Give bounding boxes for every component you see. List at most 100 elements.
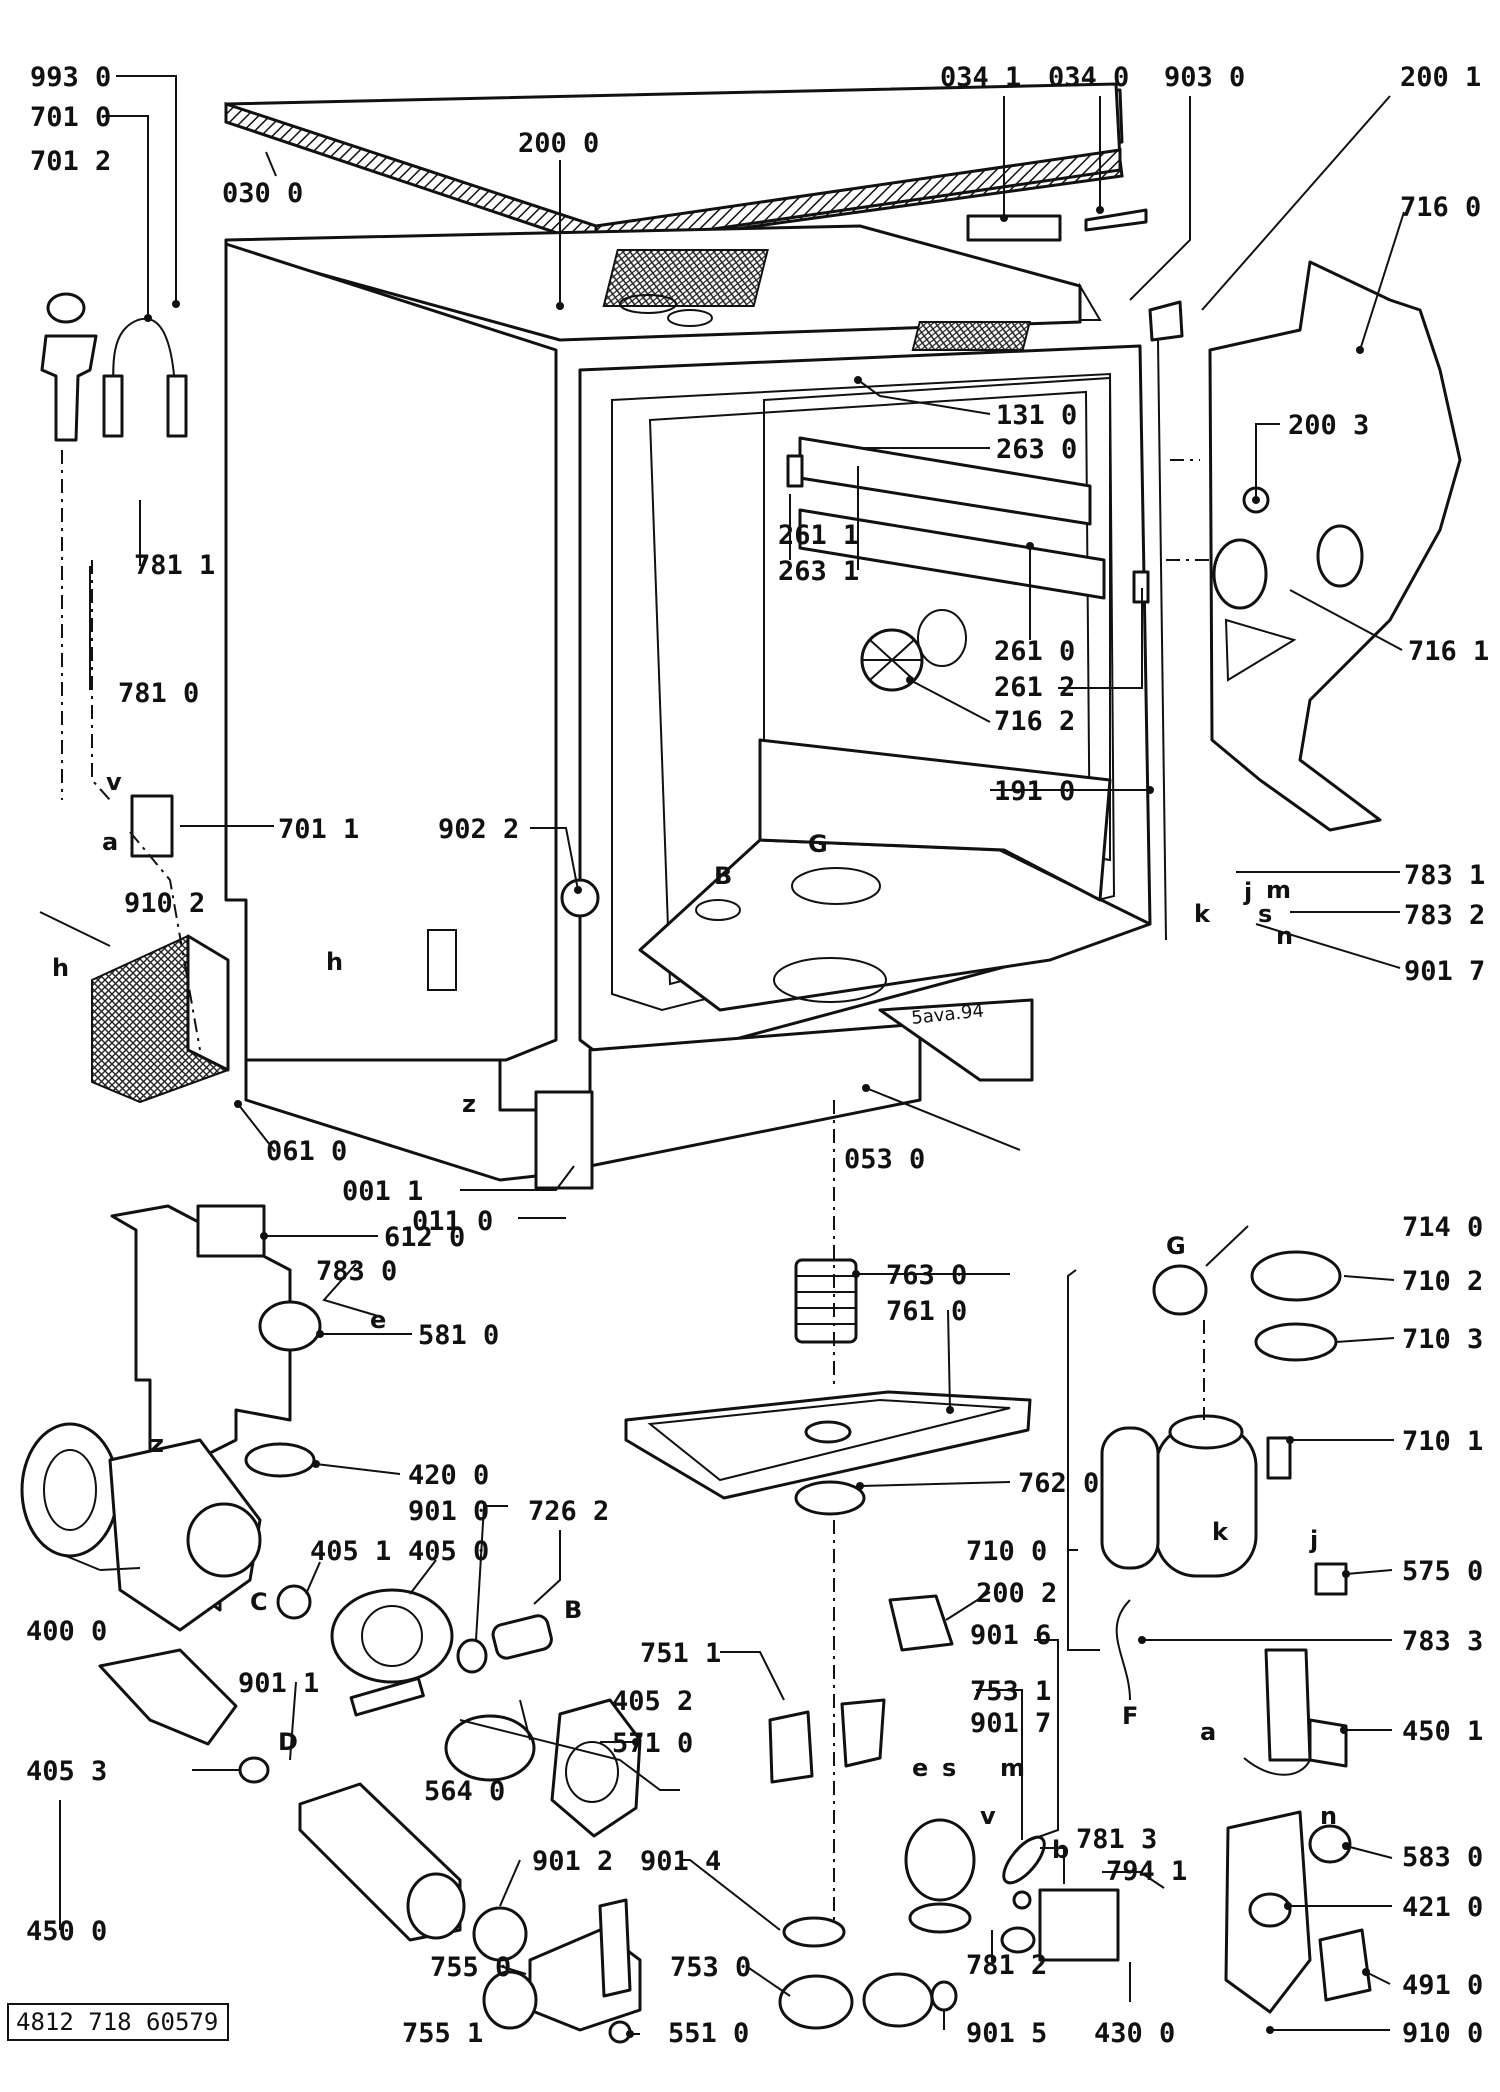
letter-j-panel: j [1243,878,1252,906]
top-mesh-right [911,321,1031,351]
label-763-0: 763 0 [886,1260,967,1291]
label-762-0: 762 0 [1018,1468,1099,1499]
label-581-0: 581 0 [418,1320,499,1351]
letter-s-valve: s [942,1754,956,1782]
part-034-1-body [966,214,1062,242]
ring-under-753 [908,1902,972,1934]
label-575-0: 575 0 [1402,1556,1483,1587]
label-405-2: 405 2 [612,1686,693,1717]
label-751-1: 751 1 [640,1638,721,1669]
letter-f: F [1122,1702,1138,1730]
label-200-2: 200 2 [976,1578,1057,1609]
label-421-0: 421 0 [1402,1892,1483,1923]
volute-outlet [349,1676,425,1717]
hinge-bracket-left [534,1090,594,1190]
label-420-0: 420 0 [408,1460,489,1491]
letter-d: D [278,1728,298,1756]
relay-612-0 [196,1204,266,1258]
switch-581-0 [258,1300,322,1352]
clamp-901-0 [456,1638,488,1674]
letter-m-panel: m [1266,876,1291,904]
label-034-1: 034 1 [940,62,1021,93]
label-405-3: 405 3 [26,1756,107,1787]
label-761-0: 761 0 [886,1296,967,1327]
solenoid-inlet [1000,1926,1036,1954]
part-701-2-cap [46,292,86,324]
label-710-0: 710 0 [966,1536,1047,1567]
label-901-7: 901 7 [1404,956,1485,987]
motor-winding [186,1502,262,1578]
hub-spokes [862,639,922,681]
bracket-200-2 [888,1594,954,1652]
terminal-491-0 [1318,1928,1372,2002]
tank-neck [1168,1414,1244,1450]
motor-base-plate [98,1648,238,1746]
label-701-0: 701 0 [30,102,111,133]
letter-v-valve: v [980,1802,996,1830]
label-901-2: 901 2 [532,1846,613,1877]
label-783-3: 783 3 [1402,1626,1483,1657]
ring-405-2 [444,1714,536,1782]
label-001-1: 001 1 [342,1176,423,1207]
label-901-6: 901 6 [970,1620,1051,1651]
cable-spring-left [102,374,124,438]
label-491-0: 491 0 [1402,1970,1483,2001]
letter-h-left: h [52,954,69,982]
document-code: 4812 718 60579 [16,2008,218,2036]
panel-port-2 [1316,524,1364,588]
label-030-0: 030 0 [222,178,303,209]
label-583-0: 583 0 [1402,1842,1483,1873]
valve-753-1 [904,1818,976,1902]
side-slot [427,929,457,991]
label-783-1: 783 1 [1404,860,1485,891]
panel-cutout [1224,618,1297,682]
label-783-2: 783 2 [1404,900,1485,931]
label-200-1: 200 1 [1400,62,1481,93]
clip-751-1b [840,1698,886,1768]
filter-763-0 [794,1258,858,1344]
letter-n-switch: n [1320,1802,1337,1830]
screw-910-2 [39,911,111,947]
capacitor-420-0 [244,1442,316,1478]
heater-end [406,1872,466,1940]
label-011-0: 011 0 [412,1206,493,1237]
cabinet-left-side [224,242,558,1062]
label-902-2: 902 2 [438,814,519,845]
route-panel [1166,459,1220,561]
label-781-1: 781 1 [134,550,215,581]
clip-751-1 [768,1710,814,1784]
label-910-2: 910 2 [124,888,205,919]
letter-a-valve: a [1200,1718,1216,1746]
letter-n-panel: n [1276,922,1293,950]
top-hole-1 [619,294,677,314]
letter-z-base: z [462,1090,476,1118]
part-200-1-clip [1148,300,1184,342]
mount-boss-902 [560,878,600,918]
label-200-3: 200 3 [1288,410,1369,441]
label-450-1: 571 0 [612,1728,693,1759]
tray-inner [647,1398,1011,1482]
letter-b-hose: B [564,1596,582,1624]
label-405-0: 405 0 [408,1536,489,1567]
letter-j-tank: j [1309,1526,1318,1554]
clamp-901-5 [930,1980,958,2012]
label-714-0: 714 0 [1402,1212,1483,1243]
part-993-0-cable [112,317,177,421]
letter-k-tank: k [1212,1518,1229,1546]
rail-stop-left [786,454,804,488]
floor-hole-b [695,899,741,921]
plug-405-3 [238,1756,270,1784]
tray-761-0 [624,1390,1032,1500]
float-710-1 [1266,1436,1292,1480]
junction-box-side [186,934,230,1072]
leader-lines [59,75,1405,2035]
cabinet-right-side [1079,282,1102,321]
part-034-0-body [1084,208,1148,232]
cabinet-assembly [224,82,1167,1190]
letter-k-panel: k [1194,900,1211,928]
motor-opening [43,1449,97,1531]
label-716-1: 716 1 [1408,636,1489,667]
valve-571-0 [1264,1648,1312,1762]
letter-b-small: b [1052,1836,1069,1864]
